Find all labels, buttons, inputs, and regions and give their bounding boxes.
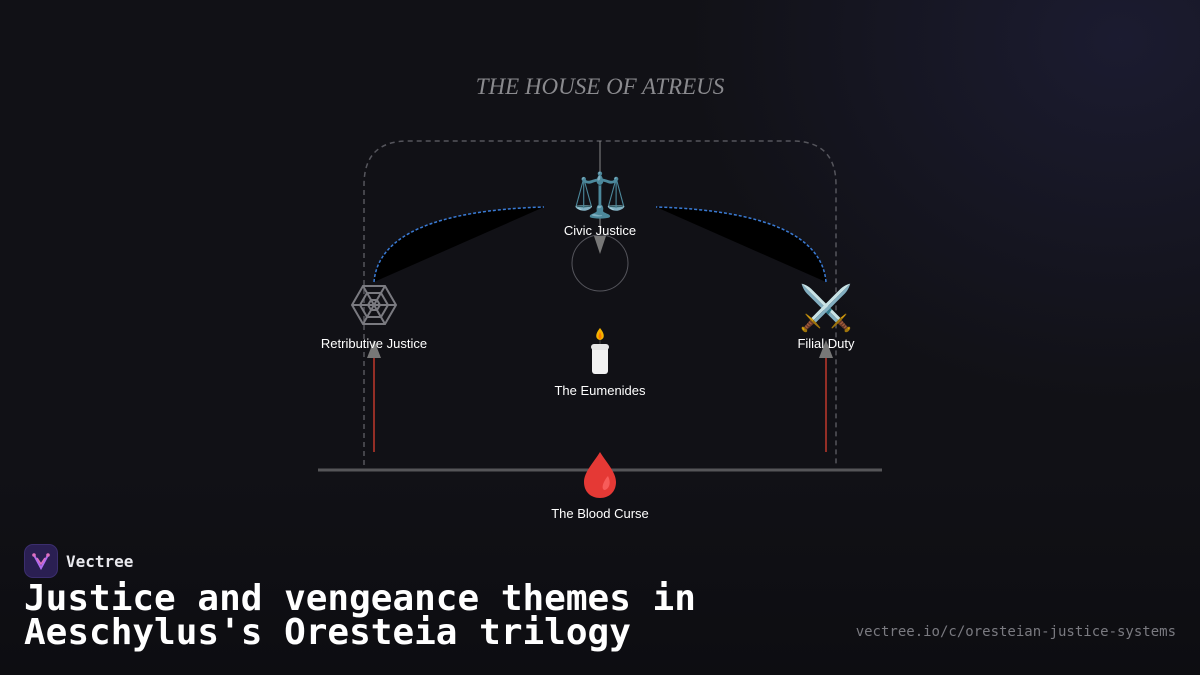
candle-icon	[591, 328, 609, 374]
blood-drop-icon	[584, 452, 616, 498]
node-label-retributive-justice: Retributive Justice	[321, 336, 427, 351]
eumenides-ring	[571, 234, 629, 292]
left-arc-edge	[373, 206, 545, 283]
node-label-filial-duty: Filial Duty	[797, 336, 855, 351]
brand: Vectree	[24, 544, 133, 578]
brand-logo-icon	[24, 544, 58, 578]
right-red-arrowhead	[819, 340, 833, 358]
page-headline: Justice and vengeance themes in Aeschylu…	[24, 581, 804, 653]
right-arc-edge	[655, 206, 827, 283]
headline-line-2: Aeschylus's Oresteia trilogy	[24, 612, 631, 653]
civic-arrowhead	[594, 236, 606, 254]
diagram-title: THE HOUSE OF ATREUS	[476, 74, 725, 99]
spider-web-icon	[350, 285, 398, 325]
brand-name: Vectree	[66, 551, 134, 571]
scales-icon: ⚖️	[573, 170, 628, 221]
node-label-civic-justice: Civic Justice	[564, 223, 636, 238]
left-arc-wedge	[374, 207, 544, 282]
left-red-arrowhead	[367, 340, 381, 358]
node-label-the-blood-curse: The Blood Curse	[551, 506, 649, 521]
node-label-the-eumenides: The Eumenides	[554, 383, 646, 398]
headline-line-1: Justice and vengeance themes in	[24, 578, 696, 619]
source-url[interactable]: vectree.io/c/oresteian-justice-systems	[855, 624, 1176, 640]
crossed-swords-icon: ⚔️	[799, 283, 854, 334]
right-arc-wedge	[656, 207, 826, 282]
